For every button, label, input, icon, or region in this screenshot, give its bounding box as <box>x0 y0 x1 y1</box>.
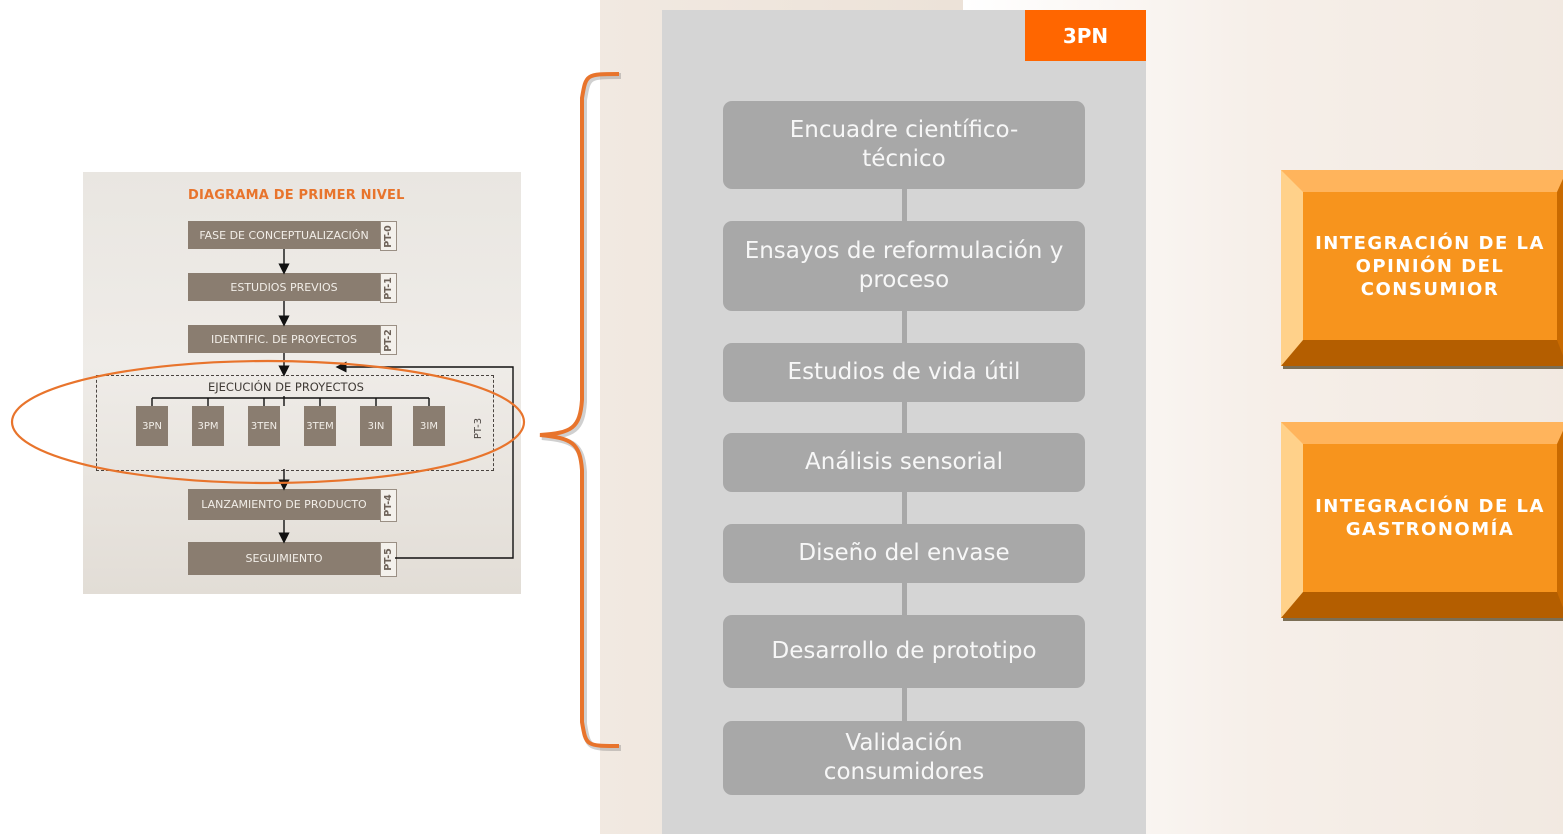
diagram-connectors <box>151 249 514 559</box>
connector <box>902 311 907 343</box>
subproject-3pn: 3PN <box>136 406 168 446</box>
first-level-diagram: DIAGRAMA DE PRIMER NIVEL FASE DE CONCEPT… <box>83 172 521 594</box>
tag-pt4: PT-4 <box>380 489 397 522</box>
step-diseno-envase: Diseño del envase <box>723 524 1085 583</box>
box-seguimiento: SEGUIMIENTO <box>188 542 380 575</box>
diagram-title: DIAGRAMA DE PRIMER NIVEL <box>188 188 405 203</box>
step-prototipo: Desarrollo de prototipo <box>723 615 1085 688</box>
subproject-3pm: 3PM <box>192 406 224 446</box>
step-analisis-sensorial: Análisis sensorial <box>723 433 1085 492</box>
panel-tag-3pn: 3PN <box>1025 10 1146 61</box>
box-lanzamiento: LANZAMIENTO DE PRODUCTO <box>188 489 380 520</box>
connector <box>902 492 907 524</box>
subproject-3in: 3IN <box>360 406 392 446</box>
tag-pt5: PT-5 <box>380 542 397 577</box>
highlight-ellipse <box>10 359 526 485</box>
box-gastronomia: INTEGRACIÓN DE LA GASTRONOMÍA <box>1281 422 1563 618</box>
box-estudios-previos: ESTUDIOS PREVIOS <box>188 273 380 301</box>
box-opinion-consumidor: INTEGRACIÓN DE LA OPINIÓN DEL CONSUMIOR <box>1281 170 1563 366</box>
connector <box>902 189 907 221</box>
subproject-3ten: 3TEN <box>248 406 280 446</box>
curly-brace <box>539 72 620 748</box>
connector <box>902 688 907 721</box>
box-conceptualizacion: FASE DE CONCEPTUALIZACIÓN <box>188 221 380 249</box>
tag-pt0: PT-0 <box>380 221 397 251</box>
subproject-3tem: 3TEM <box>304 406 336 446</box>
execution-group <box>96 375 494 471</box>
connector <box>902 402 907 433</box>
execution-label: EJECUCIÓN DE PROYECTOS <box>208 380 364 394</box>
step-ensayos: Ensayos de reformulación y proceso <box>723 221 1085 311</box>
step-vida-util: Estudios de vida útil <box>723 343 1085 402</box>
step-encuadre: Encuadre científico-técnico <box>723 101 1085 189</box>
step-validacion: Validación consumidores <box>723 721 1085 795</box>
tag-pt2: PT-2 <box>380 325 397 355</box>
tag-pt1: PT-1 <box>380 273 397 303</box>
connector <box>902 583 907 615</box>
subproject-3im: 3IM <box>413 406 445 446</box>
box-identific-proyectos: IDENTIFIC. DE PROYECTOS <box>188 325 380 353</box>
